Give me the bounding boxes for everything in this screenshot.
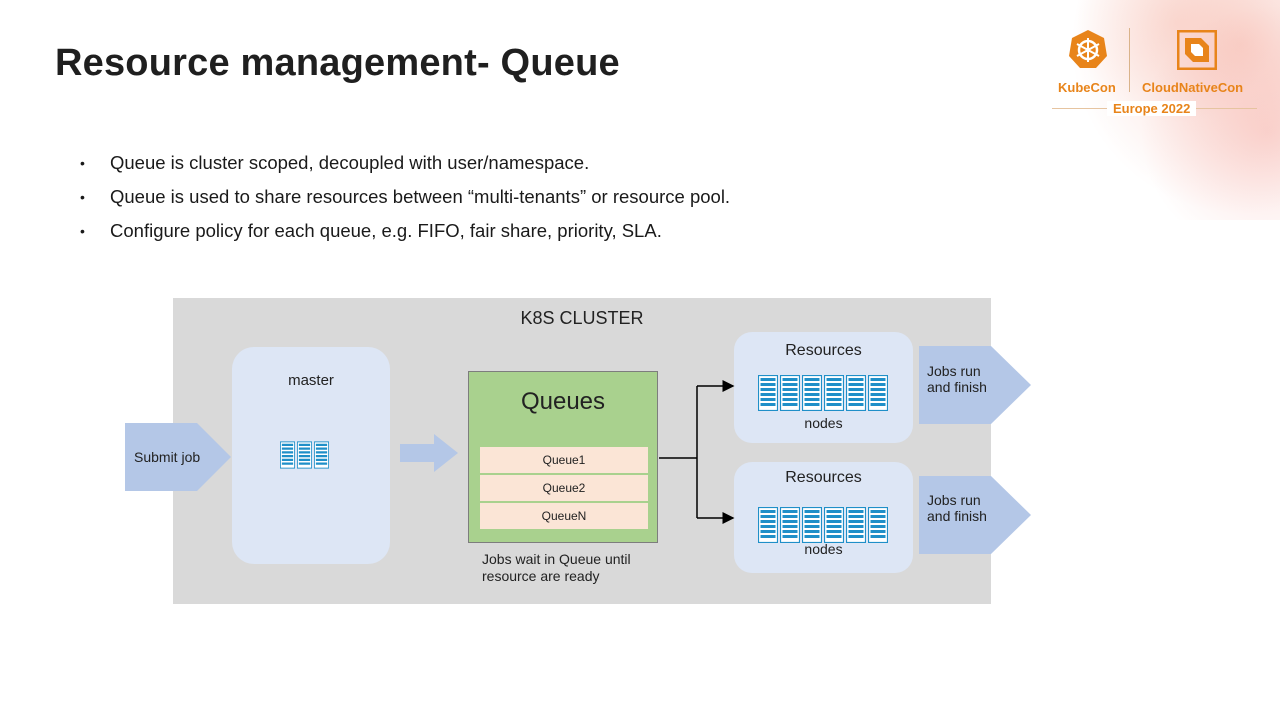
server-icon — [297, 438, 312, 472]
submit-job-label: Submit job — [134, 449, 201, 465]
node-servers — [758, 375, 888, 411]
server-icon — [780, 375, 800, 411]
jobs-run-label-1: Jobs run and finish — [927, 363, 987, 395]
kubecon-wordmark: KubeCon — [1058, 80, 1116, 95]
server-icon — [868, 507, 888, 543]
jobs-run-line: Jobs run — [927, 363, 981, 379]
server-icon — [846, 375, 866, 411]
event-logo: KubeCon CloudNativeCon Europe 2022 — [1052, 24, 1257, 124]
node-servers — [758, 507, 888, 543]
jobs-run-line: and finish — [927, 379, 987, 395]
event-name: Europe 2022 — [1107, 101, 1197, 116]
k8s-cluster-panel: K8S CLUSTER master Queues Queue1 Queue2 … — [173, 298, 991, 604]
server-icon — [802, 507, 822, 543]
jobs-run-arrow-2 — [919, 476, 1031, 554]
server-icon — [824, 375, 844, 411]
server-icon — [846, 507, 866, 543]
nodes-label: nodes — [804, 415, 843, 431]
cloudnativecon-wordmark: CloudNativeCon — [1142, 80, 1244, 95]
master-to-queues-arrow — [400, 434, 458, 472]
server-icon — [802, 375, 822, 411]
queue-item-2: Queue2 — [480, 475, 648, 501]
bullet-text: Queue is used to share resources between… — [110, 186, 731, 207]
queue-caption-line: Jobs wait in Queue until — [482, 551, 631, 567]
queue-caption: Jobs wait in Queue until resource are re… — [482, 551, 631, 585]
bullet-dot: • — [80, 223, 85, 239]
jobs-run-arrow-1 — [919, 346, 1031, 424]
resources-title: Resources — [785, 469, 862, 486]
bullet-item: • Configure policy for each queue, e.g. F… — [80, 218, 730, 252]
bullet-text: Configure policy for each queue, e.g. FI… — [110, 220, 662, 241]
jobs-run-line: and finish — [927, 508, 987, 524]
resources-title: Resources — [785, 342, 862, 359]
queue-item-1: Queue1 — [480, 447, 648, 473]
master-node-box: master — [232, 347, 390, 564]
server-icon — [780, 507, 800, 543]
jobs-run-line: Jobs run — [927, 492, 981, 508]
cluster-title: K8S CLUSTER — [520, 308, 644, 328]
logo-divider — [1129, 28, 1130, 92]
resources-box-1: Resources nodes — [734, 332, 913, 443]
server-icon — [824, 507, 844, 543]
server-icon — [868, 375, 888, 411]
master-label: master — [288, 372, 334, 389]
slide-title: Resource management- Queue — [55, 42, 620, 84]
submit-job-arrow — [125, 423, 231, 491]
bullet-dot: • — [80, 155, 85, 171]
nodes-label: nodes — [804, 541, 843, 557]
cloudnativecon-logo-icon — [1177, 30, 1217, 70]
server-icon — [758, 375, 778, 411]
server-icon — [758, 507, 778, 543]
server-icon — [280, 438, 295, 472]
bullet-text: Queue is cluster scoped, decoupled with … — [110, 152, 590, 173]
queues-title: Queues — [520, 388, 606, 415]
bullet-dot: • — [80, 189, 85, 205]
kubecon-logo-icon — [1069, 30, 1107, 68]
queue-item-n: QueueN — [480, 503, 648, 529]
server-icon — [314, 438, 329, 472]
master-servers — [280, 438, 329, 472]
jobs-run-label-2: Jobs run and finish — [927, 492, 987, 524]
queue-caption-line: resource are ready — [482, 568, 600, 584]
resources-box-2: Resources nodes — [734, 462, 913, 573]
queues-box: Queues Queue1 Queue2 QueueN — [468, 371, 658, 543]
bullet-item: • Queue is used to share resources betwee… — [80, 184, 730, 218]
bullet-list: • Queue is cluster scoped, decoupled with… — [80, 150, 730, 252]
bullet-item: • Queue is cluster scoped, decoupled with… — [80, 150, 730, 184]
